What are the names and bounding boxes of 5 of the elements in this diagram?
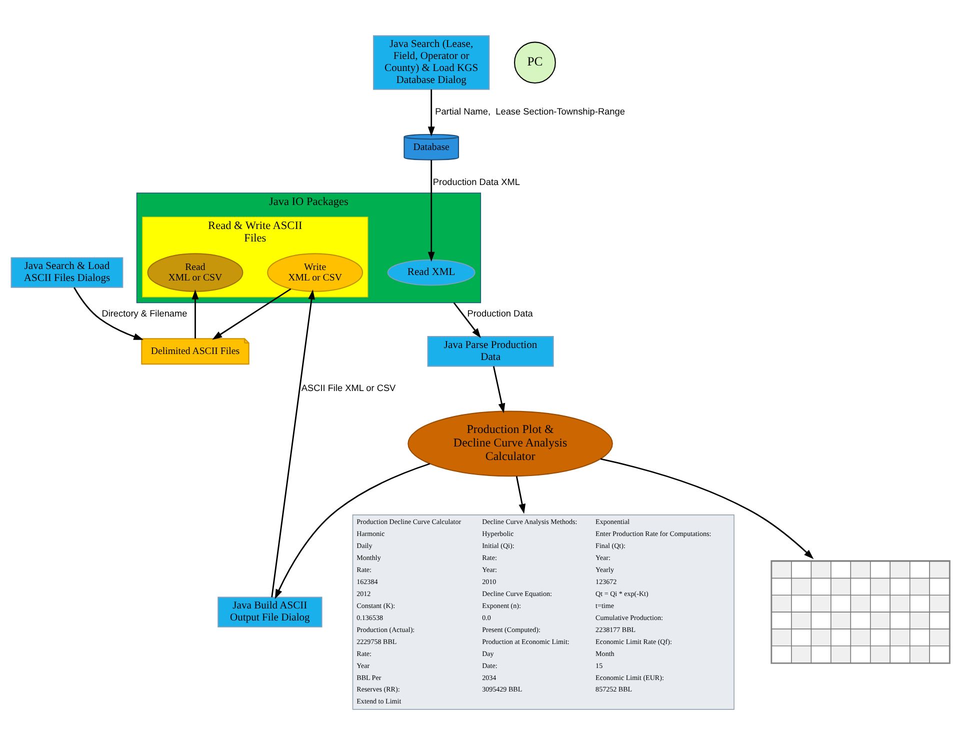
edge-label: ASCII File XML or CSV (301, 383, 396, 394)
edge-label: Partial Name, Lease Section-Township-Range (435, 106, 625, 116)
edge-label: Production Data (467, 308, 533, 318)
edge-label: Production Data XML (432, 176, 520, 187)
edge-label: Directory & Filename (102, 308, 188, 318)
